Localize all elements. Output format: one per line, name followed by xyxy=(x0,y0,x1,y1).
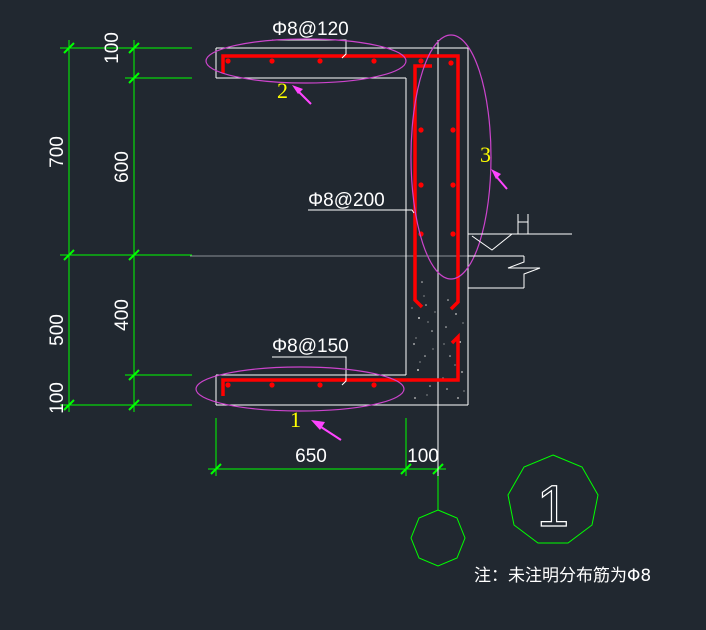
callout-number-3: 3 xyxy=(480,142,491,167)
dim-700: 700 xyxy=(47,136,68,168)
left-dimensions xyxy=(60,40,192,412)
callout-ellipse-2 xyxy=(205,38,407,84)
dim-500: 500 xyxy=(47,314,68,346)
callout-arrows xyxy=(292,85,508,441)
axis-bubble xyxy=(410,509,466,567)
rebar-label-top: Φ8@120 xyxy=(272,19,349,40)
callout-number-2: 2 xyxy=(277,78,288,103)
dim-600: 600 xyxy=(112,151,133,183)
callout-ellipse-3 xyxy=(410,34,492,280)
drawing-note: 注：未注明分布筋为Φ8 xyxy=(474,566,651,586)
callout-ellipse-1 xyxy=(195,366,405,412)
ground-symbol xyxy=(468,214,572,289)
dim-650: 650 xyxy=(295,446,327,467)
callout-number-1: 1 xyxy=(290,407,301,432)
section-symbol xyxy=(507,454,599,544)
section-number: 1 xyxy=(537,474,569,539)
concrete-outline xyxy=(215,47,469,406)
dim-100-left: 100 xyxy=(47,382,68,414)
rebar-leaders xyxy=(272,39,415,386)
rebar xyxy=(221,54,460,396)
rebar-label-bottom: Φ8@150 xyxy=(272,336,349,357)
dim-100-bottom: 100 xyxy=(407,446,439,467)
dim-100-top: 100 xyxy=(102,32,123,64)
dim-400: 400 xyxy=(112,299,133,331)
rebar-label-vertical: Φ8@200 xyxy=(308,190,385,211)
